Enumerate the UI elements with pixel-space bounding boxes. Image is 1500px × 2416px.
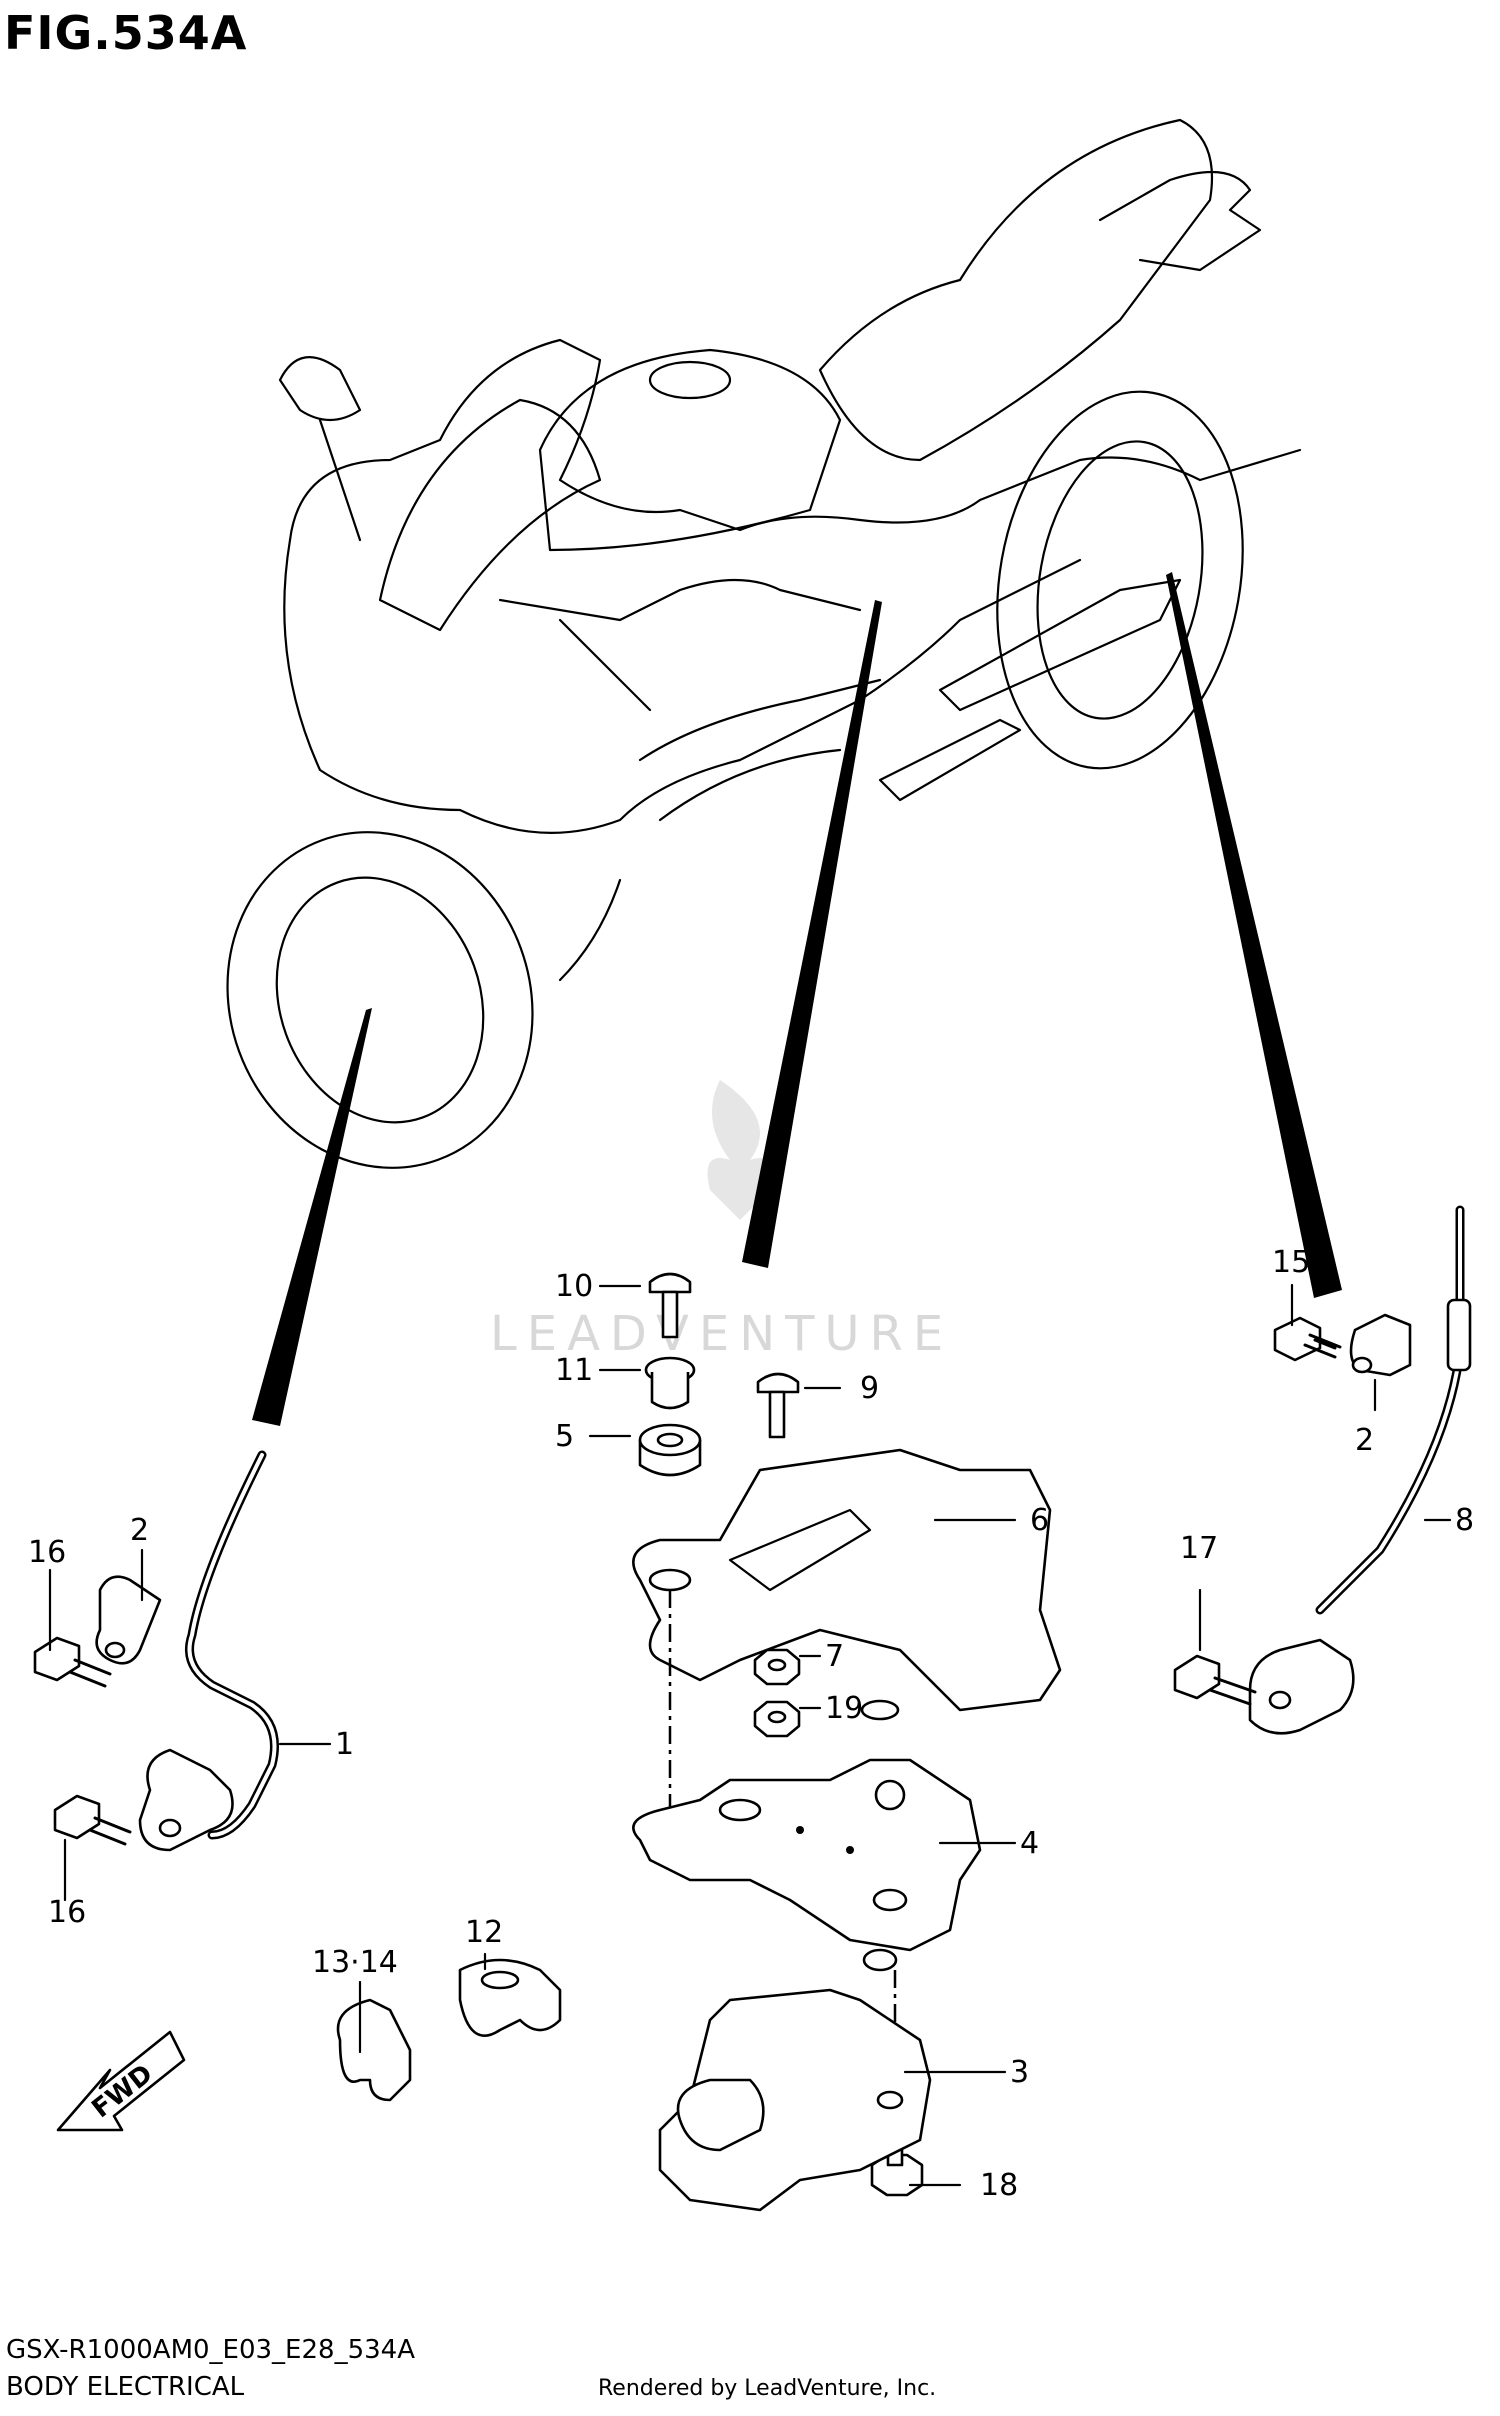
callout-3: 3 xyxy=(1010,2055,1029,2090)
nut-19 xyxy=(753,1700,801,1738)
figure-title: FIG.534A xyxy=(4,6,248,60)
callout-6: 6 xyxy=(1030,1503,1049,1538)
callout-11: 11 xyxy=(555,1353,593,1388)
bolt-16-top xyxy=(33,1636,112,1688)
callout-9: 9 xyxy=(860,1371,879,1406)
watermark-text: LEADVENTURE xyxy=(490,1306,953,1362)
part-5-grommet xyxy=(638,1423,702,1477)
callout-10: 10 xyxy=(555,1269,593,1304)
nut-7 xyxy=(753,1648,801,1686)
callout-12: 12 xyxy=(465,1915,503,1950)
bolt-15 xyxy=(1273,1316,1342,1362)
part-4-plate xyxy=(632,1758,982,1972)
part-3-module xyxy=(658,1988,932,2212)
part-2-clamp-left xyxy=(95,1575,162,1665)
callout-17: 17 xyxy=(1180,1531,1218,1566)
fwd-arrow: FWD xyxy=(56,2030,186,2132)
callout-8: 8 xyxy=(1455,1503,1474,1538)
part-2-clamp-right xyxy=(1349,1313,1412,1377)
callout-19: 19 xyxy=(825,1691,863,1726)
callout-labels: 10 11 5 9 6 7 19 4 3 18 1 8 2 2 15 17 16… xyxy=(28,1245,1474,2203)
callout-leaders xyxy=(48,1283,1452,2187)
callout-2-left: 2 xyxy=(130,1513,149,1548)
part-13-14-clip xyxy=(336,1998,412,2102)
section-title: BODY ELECTRICAL xyxy=(6,2372,245,2402)
model-code: GSX-R1000AM0_E03_E28_534A xyxy=(6,2335,415,2365)
callout-13-14: 13·14 xyxy=(312,1945,398,1980)
part-11-collar xyxy=(644,1356,696,1410)
callout-15: 15 xyxy=(1272,1245,1310,1280)
leadventure-watermark: LEADVENTURE xyxy=(490,1080,953,1362)
motorcycle-outline xyxy=(226,118,1302,1169)
part-6-bracket xyxy=(632,1448,1062,1721)
part-8-rear-sensor xyxy=(1248,1205,1472,1735)
callout-18: 18 xyxy=(980,2168,1018,2203)
callout-16-top: 16 xyxy=(28,1535,66,1570)
part-12-clamp xyxy=(458,1958,562,2037)
bolt-16-bottom xyxy=(53,1794,132,1846)
bolt-17 xyxy=(1173,1654,1257,1706)
screw-9 xyxy=(756,1372,800,1439)
leader-wedges xyxy=(252,572,1342,1426)
bolts xyxy=(33,1272,1342,2197)
screw-10 xyxy=(648,1272,692,1339)
callout-7: 7 xyxy=(825,1639,844,1674)
callout-1: 1 xyxy=(335,1727,354,1762)
rendered-by: Rendered by LeadVenture, Inc. xyxy=(598,2376,937,2401)
callout-16-bottom: 16 xyxy=(48,1895,86,1930)
callout-4: 4 xyxy=(1020,1826,1039,1861)
part-1-front-sensor xyxy=(138,1450,279,1852)
callout-2-right: 2 xyxy=(1355,1423,1374,1458)
callout-5: 5 xyxy=(555,1419,574,1454)
